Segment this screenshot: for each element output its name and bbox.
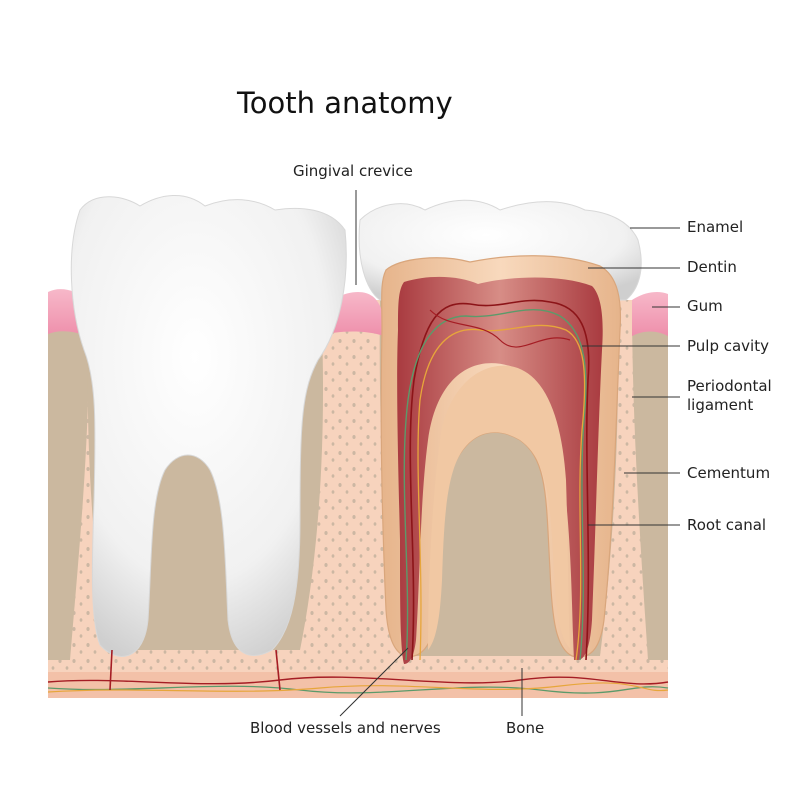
label-root-canal: Root canal <box>687 516 766 534</box>
label-gum: Gum <box>687 297 723 315</box>
label-periodontal-ligament: Periodontal ligament <box>687 377 772 415</box>
label-bone: Bone <box>506 719 544 737</box>
label-blood-vessels-and-nerves: Blood vessels and nerves <box>250 719 441 737</box>
bottom-vessel-band <box>48 672 668 698</box>
label-enamel: Enamel <box>687 218 743 236</box>
label-cementum: Cementum <box>687 464 770 482</box>
diagram-title: Tooth anatomy <box>237 86 453 120</box>
label-dentin: Dentin <box>687 258 737 276</box>
gum-right <box>632 292 668 336</box>
label-periodontal-line1: Periodontal <box>687 377 772 396</box>
label-pulp-cavity: Pulp cavity <box>687 337 769 355</box>
label-periodontal-line2: ligament <box>687 396 772 415</box>
label-gingival-crevice: Gingival crevice <box>293 162 413 180</box>
